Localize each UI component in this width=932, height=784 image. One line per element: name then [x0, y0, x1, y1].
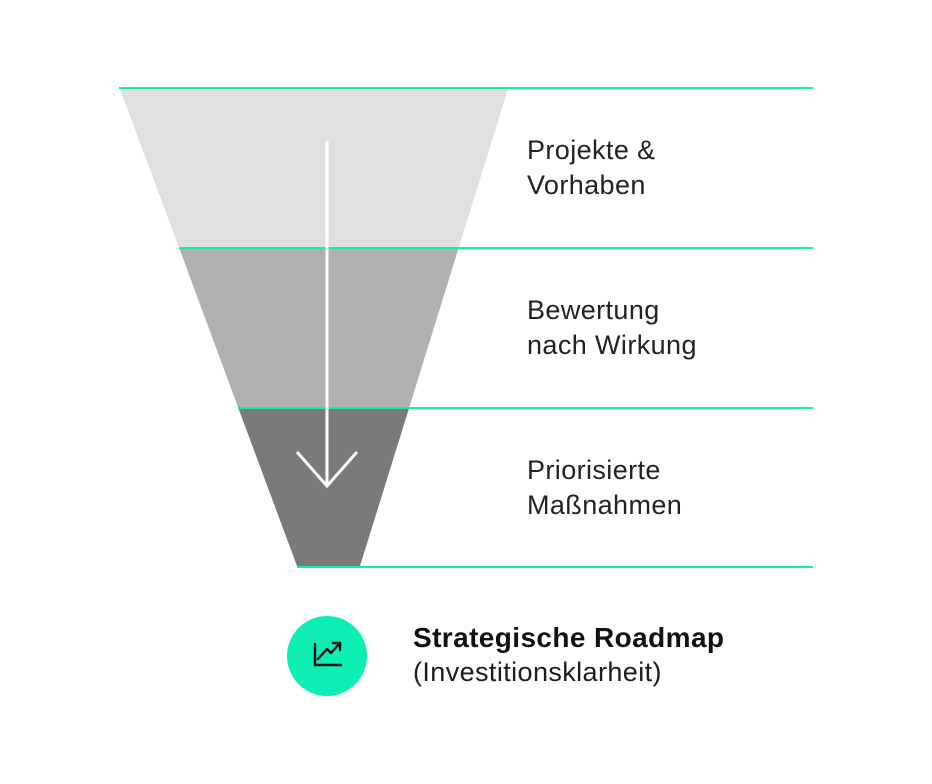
down-arrow-head — [295, 451, 359, 489]
line-chart-icon — [313, 641, 343, 667]
funnel-stage-3-shape — [238, 408, 410, 566]
legend-title: Strategische Roadmap — [413, 622, 725, 653]
funnel-stage-3-label: Priorisierte Maßnahmen — [527, 455, 683, 520]
legend-icon-circle — [287, 616, 367, 696]
legend: Strategische Roadmap (Investitionsklarhe… — [413, 621, 813, 689]
down-arrow-icon — [295, 141, 359, 489]
funnel-stage-1-shape — [120, 89, 508, 248]
legend-subtitle: (Investitionsklarheit) — [413, 657, 662, 687]
funnel-stage-2-shape — [179, 248, 459, 408]
funnel-stage-2-label: Bewertung nach Wirkung — [527, 295, 697, 360]
funnel-stage-1-label: Projekte & Vorhaben — [527, 135, 656, 200]
